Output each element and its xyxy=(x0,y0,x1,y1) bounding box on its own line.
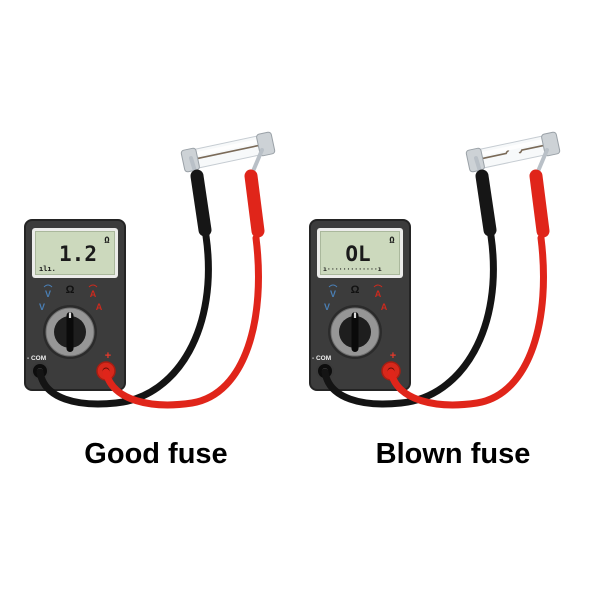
dial-mark-v-dc: V xyxy=(324,302,330,312)
red-probe xyxy=(529,169,550,238)
dial-mark-a-ac: A xyxy=(90,289,97,299)
red-lead xyxy=(387,234,547,409)
com-jack-label: - COM xyxy=(312,355,331,362)
a-ac-wave-icon xyxy=(373,284,383,288)
dial-mark-ohm: Ω xyxy=(66,284,75,296)
dial-mark-v-ac: V xyxy=(45,289,51,299)
plus-jack-label: + xyxy=(105,350,111,362)
lcd-bargraph: ılı. xyxy=(39,265,56,273)
dial-pointer-icon xyxy=(68,312,72,318)
good-fuse-scene: 1.2 Ω ılı. Ω V V A A - COM + xyxy=(24,131,276,409)
a-ac-wave-icon xyxy=(88,284,98,288)
lcd-reading: 1.2 xyxy=(59,242,97,266)
plus-jack-label: + xyxy=(390,350,396,362)
caption-blown-fuse: Blown fuse xyxy=(376,438,531,470)
fuse-wire-broken-left xyxy=(482,150,510,160)
fuse-glass-shine xyxy=(193,138,261,157)
caption-good-fuse: Good fuse xyxy=(84,438,227,470)
black-probe xyxy=(190,169,212,237)
multimeter-blown: OL Ω ı·············ı Ω V V A A - COM + xyxy=(309,219,411,391)
red-lead xyxy=(102,234,262,409)
lcd-bargraph: ı·············ı xyxy=(323,265,382,273)
v-ac-wave-icon xyxy=(328,284,338,288)
dial-mark-ohm: Ω xyxy=(351,284,360,296)
lcd-reading: OL xyxy=(345,242,370,266)
dial-mark-a-dc: A xyxy=(381,302,388,312)
fuse-glass-shine xyxy=(478,138,546,157)
lcd-display xyxy=(320,231,400,275)
dial-mark-a-dc: A xyxy=(96,302,103,312)
lcd-display xyxy=(35,231,115,275)
fuse-wire-intact xyxy=(197,144,259,160)
lcd-unit: Ω xyxy=(104,236,110,246)
dial-mark-v-dc: V xyxy=(39,302,45,312)
black-probe xyxy=(475,169,497,237)
dial-knob xyxy=(66,312,74,352)
com-jack-label: - COM xyxy=(27,355,46,362)
multimeter-good: 1.2 Ω ılı. Ω V V A A - COM + xyxy=(24,219,126,391)
dial-knob xyxy=(351,312,359,352)
red-probe xyxy=(244,169,265,238)
dial-mark-v-ac: V xyxy=(330,289,336,299)
fuse-wire-broken-right xyxy=(518,144,544,154)
dial-pointer-icon xyxy=(353,312,357,318)
dial-mark-a-ac: A xyxy=(375,289,382,299)
blown-fuse-scene: OL Ω ı·············ı Ω V V A A - COM + xyxy=(309,131,561,409)
v-ac-wave-icon xyxy=(43,284,53,288)
lcd-unit: Ω xyxy=(389,236,395,246)
